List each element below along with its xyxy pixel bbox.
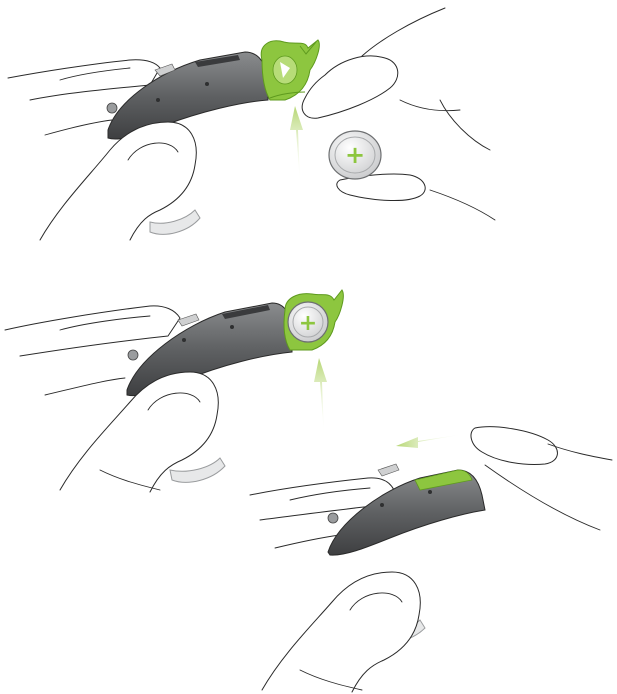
volume-control — [328, 513, 338, 523]
battery-plus-symbol: + — [299, 311, 317, 336]
step-2-insert-battery: + — [5, 290, 343, 492]
arrow-up-icon — [314, 358, 327, 435]
earhook — [150, 210, 200, 234]
volume-control — [128, 350, 138, 360]
left-hand-thumb — [262, 572, 420, 692]
left-hand-fingers — [5, 306, 180, 356]
right-hand-finger — [471, 427, 557, 465]
battery-inserted-icon: + — [284, 290, 343, 350]
step-3-close-door — [250, 427, 612, 692]
step-1-open-door: + — [8, 8, 495, 240]
right-hand-upper — [362, 8, 445, 56]
battery-plus-symbol: + — [345, 141, 365, 169]
right-hand-index-finger — [302, 56, 398, 118]
arrow-up-icon — [290, 106, 303, 183]
battery-outside: + — [329, 131, 381, 179]
arrow-left-icon — [396, 434, 465, 448]
program-button — [378, 464, 399, 476]
volume-control — [107, 103, 117, 113]
